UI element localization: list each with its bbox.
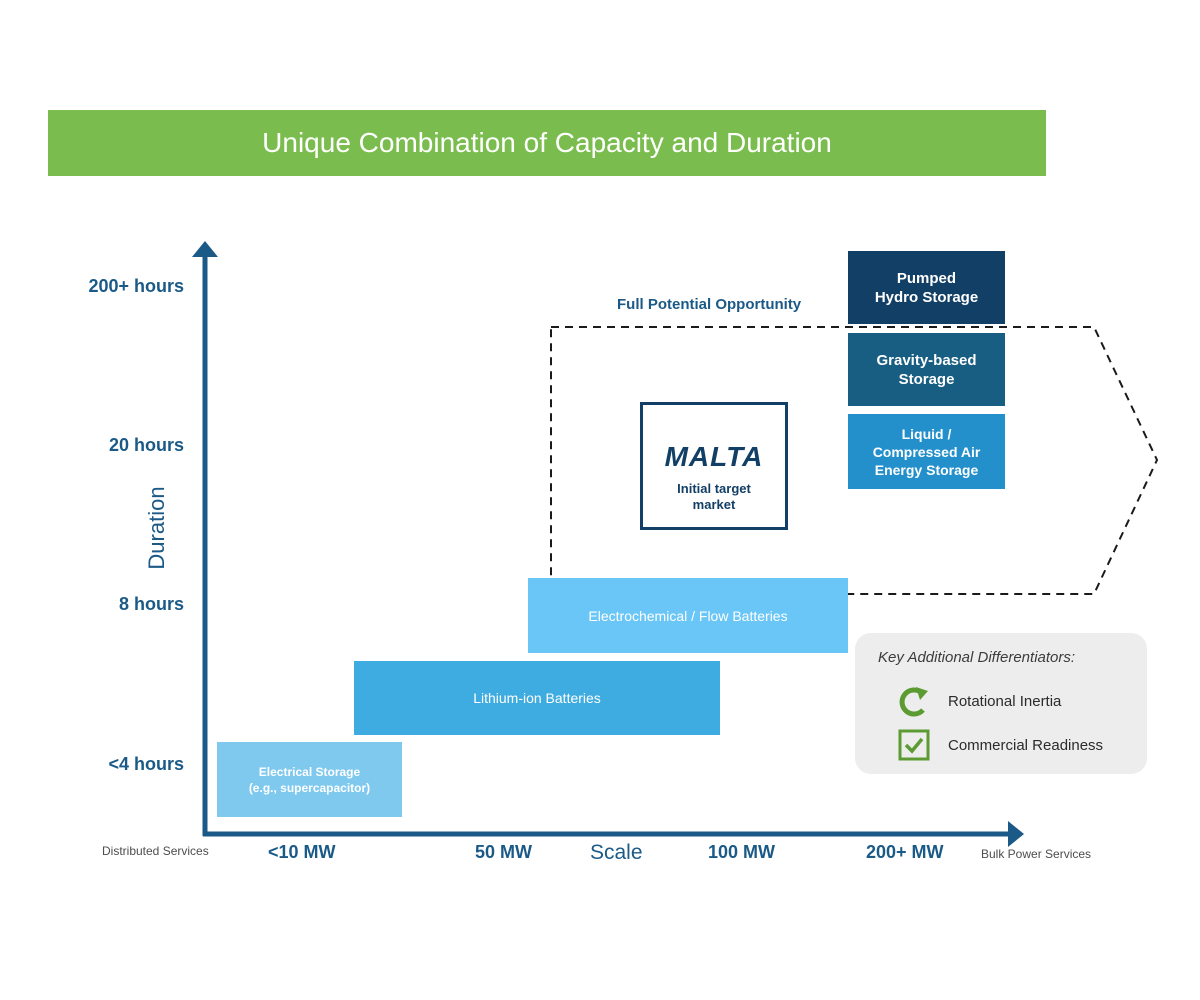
pumped-hydro-line-2: Hydro Storage xyxy=(874,288,979,306)
y-tick-20-hours: 20 hours xyxy=(108,435,184,455)
malta-target-box: MALTA Initial target market xyxy=(640,402,788,530)
pumped-hydro-block: Pumped Hydro Storage xyxy=(848,251,1005,324)
differentiator-commercial-readiness: Commercial Readiness xyxy=(948,737,1104,754)
pumped-hydro-line-1: Pumped xyxy=(896,269,957,287)
malta-caption: Initial target market xyxy=(643,481,785,513)
checkbox-icon xyxy=(898,729,930,761)
x-right-note: Bulk Power Services xyxy=(981,847,1092,861)
electrical-storage-example: (e.g., supercapacitor) xyxy=(248,780,371,795)
y-tick-8-hours: 8 hours xyxy=(118,594,184,614)
y-tick-200-hours: 200+ hours xyxy=(88,276,184,296)
liquid-air-line-3: Energy Storage xyxy=(874,461,979,478)
lithium-ion-block: Lithium-ion Batteries xyxy=(354,661,720,735)
malta-caption-line-2: market xyxy=(692,497,736,512)
opportunity-label: Full Potential Opportunity xyxy=(617,296,802,313)
electrical-storage-label: Electrical Storage xyxy=(258,764,361,779)
x-axis-title: Scale xyxy=(590,841,643,864)
electrical-storage-block: Electrical Storage (e.g., supercapacitor… xyxy=(217,742,402,817)
x-left-note: Distributed Services xyxy=(102,844,209,858)
x-axis-arrow xyxy=(1008,821,1024,847)
liquid-air-line-2: Compressed Air xyxy=(872,443,981,460)
malta-logo: MALTA xyxy=(664,441,764,472)
y-axis-arrow xyxy=(192,241,218,257)
malta-caption-line-1: Initial target xyxy=(677,481,751,496)
gravity-storage-line-2: Storage xyxy=(898,370,955,388)
flow-batteries-block: Electrochemical / Flow Batteries xyxy=(528,578,848,653)
flow-batteries-label: Electrochemical / Flow Batteries xyxy=(588,607,788,624)
differentiator-rotational-inertia: Rotational Inertia xyxy=(948,693,1062,710)
opportunity-outline xyxy=(550,326,1159,595)
x-tick-100-mw: 100 MW xyxy=(708,842,776,862)
title-banner: Unique Combination of Capacity and Durat… xyxy=(48,110,1046,176)
gravity-storage-block: Gravity-based Storage xyxy=(848,333,1005,406)
gravity-storage-line-1: Gravity-based xyxy=(876,351,977,369)
x-tick-50-mw: 50 MW xyxy=(475,842,533,862)
x-tick-200-mw: 200+ MW xyxy=(866,842,944,862)
page-title: Unique Combination of Capacity and Durat… xyxy=(262,127,832,158)
y-axis-title: Duration xyxy=(144,486,169,570)
lithium-ion-label: Lithium-ion Batteries xyxy=(473,690,601,706)
liquid-air-block: Liquid / Compressed Air Energy Storage xyxy=(848,414,1005,489)
liquid-air-line-1: Liquid / xyxy=(901,425,952,442)
rotation-icon xyxy=(899,687,928,717)
y-tick-4-hours: <4 hours xyxy=(108,754,184,774)
differentiators-title: Key Additional Differentiators: xyxy=(878,649,1076,666)
x-tick-10-mw: <10 MW xyxy=(268,842,336,862)
